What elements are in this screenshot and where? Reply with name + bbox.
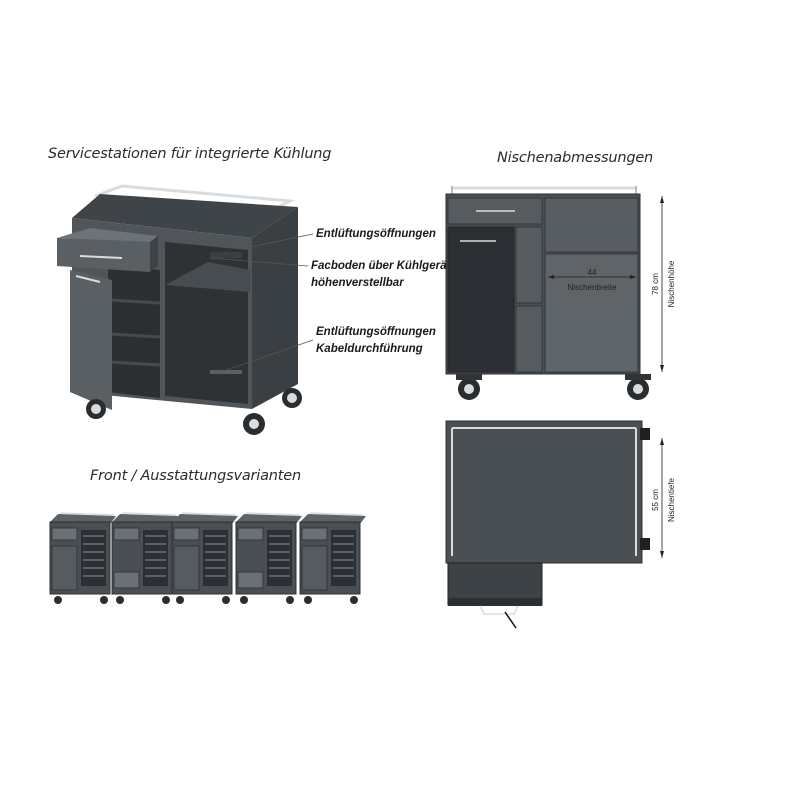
variant-3-rail (181, 512, 237, 516)
title-niche-dimensions: Nischenabmessungen (497, 150, 654, 166)
open-drawer-front (57, 238, 150, 272)
cabinet-top (72, 194, 298, 238)
variant-4-rail (245, 512, 301, 516)
variant-1-rail (59, 512, 115, 516)
top-view-drawing (445, 420, 650, 629)
variant-2-lower-drawer (113, 571, 140, 589)
variant-2-rail (121, 512, 177, 516)
depth-label: Nischentiefe (667, 477, 676, 522)
variant-2-wheel (162, 596, 170, 604)
cabinet-side (252, 207, 298, 409)
variant-1-drawer (51, 527, 78, 541)
callout-shelf: Facboden über Kühlgerät höhenverstellbar (311, 258, 450, 292)
leader-vents-bottom (214, 339, 314, 375)
variant-4-wheel (240, 596, 248, 604)
open-door (70, 270, 112, 410)
bottom-vents (210, 370, 242, 374)
variant-1-wheel (54, 596, 62, 604)
callout-vents-top: Entlüftungsöffnungen (316, 228, 436, 240)
height-label: Nischenhöhe (667, 260, 676, 307)
depth-value: 55 cm (651, 489, 660, 511)
left-shelf-1 (109, 298, 161, 305)
variant-4-compartment (267, 530, 292, 586)
title-main: Servicestationen für integrierte Kühlung (48, 146, 332, 162)
variant-3-door (173, 545, 200, 591)
caster-wheels (86, 388, 302, 435)
variant-1-door (51, 545, 78, 591)
callout-shelf-line2: höhenverstellbar (311, 277, 404, 289)
adjustable-shelf (165, 262, 250, 292)
variant-1-wheel (100, 596, 108, 604)
variant-3-wheel (176, 596, 184, 604)
door-handle (75, 275, 101, 283)
variant-5-wheel (304, 596, 312, 604)
width-value: 44 (588, 268, 597, 277)
drawer-handle (79, 255, 123, 259)
variants-row (49, 512, 366, 604)
variant-2-wheel (116, 596, 124, 604)
title-variants: Front / Ausstattungsvarianten (90, 468, 301, 484)
left-compartment (108, 266, 160, 398)
variant-5-door (301, 545, 328, 591)
variant-3-compartment (203, 530, 228, 586)
callout-vents-bottom: Entlüftungsöffnungen Kabeldurchführung (316, 324, 436, 358)
width-label: Nischenbreite (568, 283, 617, 292)
open-drawer-top (57, 228, 158, 242)
open-drawer-side (150, 236, 158, 272)
leader-shelf (209, 257, 309, 267)
callout-vents-bottom-line1: Entlüftungsöffnungen (316, 326, 436, 338)
variant-3-drawer (173, 527, 200, 541)
variant-2-compartment (143, 530, 168, 586)
height-value: 78 cm (651, 273, 660, 295)
callout-vents-bottom-line2: Kabeldurchführung (316, 343, 423, 355)
variant-5-rail (309, 512, 365, 516)
variant-5-compartment (331, 530, 356, 586)
leader-vents-top (249, 233, 314, 248)
variant-1-compartment (81, 530, 106, 586)
variant-4-wheel (286, 596, 294, 604)
left-shelf-2 (109, 332, 161, 339)
variant-2-drawer (113, 527, 140, 541)
variant-4-drawer (237, 527, 264, 541)
top-vents (210, 252, 242, 258)
variant-5-wheel (350, 596, 358, 604)
callout-shelf-line1: Facboden über Kühlgerät (311, 260, 451, 272)
variant-3-wheel (222, 596, 230, 604)
variant-4-lower-drawer (237, 571, 264, 589)
front-view-drawing (445, 186, 651, 400)
left-shelf-3 (109, 360, 161, 367)
variant-5-drawer (301, 527, 328, 541)
